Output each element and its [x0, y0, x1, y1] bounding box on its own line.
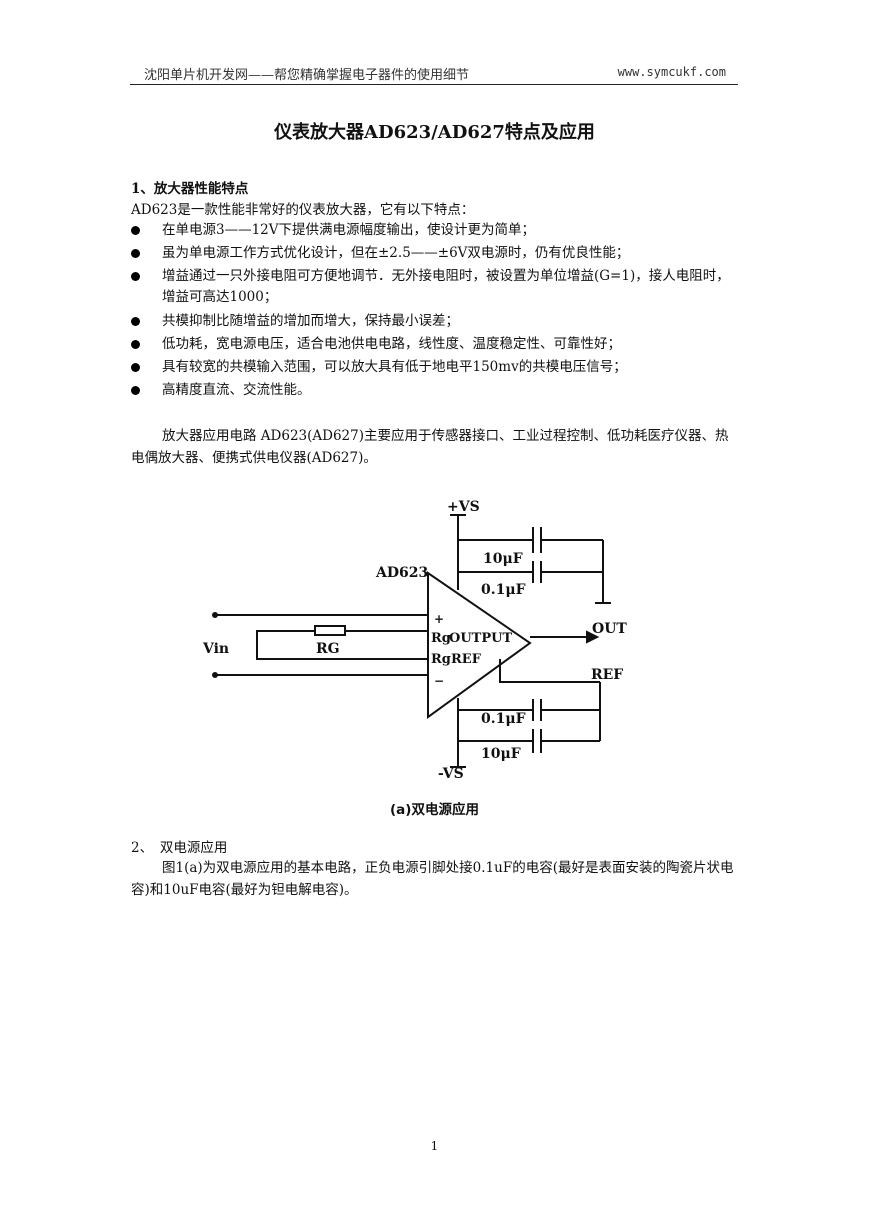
bullet-dot-icon: [131, 363, 140, 372]
output-pin-label: OUTPUT: [449, 631, 512, 646]
rg-pin2-label: Rg: [431, 652, 451, 667]
bullet-text: 具有较宽的共模输入范围，可以放大具有低于地电平150mv的共模电压信号；: [162, 359, 627, 375]
section-1-heading: 1、放大器性能特点: [131, 181, 249, 197]
header-url[interactable]: www.symcukf.com: [617, 65, 726, 79]
document-title: 仪表放大器AD623/AD627特点及应用: [274, 122, 595, 143]
cap-10uf-top-label: 10μF: [483, 551, 523, 567]
out-label: OUT: [592, 621, 627, 637]
bullet-text: 高精度直流、交流性能。: [162, 382, 311, 398]
section-2-paragraph: 图1(a)为双电源应用的基本电路，正负电源引脚处接0.1uF的电容(最好是表面安…: [131, 857, 741, 901]
vs-plus-label: +VS: [447, 499, 480, 515]
rg-resistor: [314, 625, 346, 636]
header-site-title: 沈阳单片机开发网——帮您精确掌握电子器件的使用细节: [144, 68, 470, 83]
page-header: 沈阳单片机开发网——帮您精确掌握电子器件的使用细节 www.symcukf.co…: [130, 62, 738, 85]
cap-01uf-top-label: 0.1μF: [481, 582, 526, 598]
bullet-dot-icon: [131, 272, 140, 281]
bullet-text: 在单电源3——12V下提供满电源幅度输出，使设计更为简单；: [162, 222, 536, 238]
section-2-text: 图1(a)为双电源应用的基本电路，正负电源引脚处接0.1uF的电容(最好是表面安…: [131, 860, 734, 898]
vin-label: Vin: [202, 641, 229, 657]
bullet-text: 增益通过一只外接电阻可方便地调节．无外接电阻时，被设置为单位增益(G=1)，接人…: [162, 268, 730, 305]
bullet-text: 低功耗，宽电源电压，适合电池供电电路，线性度、温度稳定性、可靠性好；: [162, 336, 621, 352]
ref-pin-label: REF: [451, 652, 482, 667]
vs-minus-label: -VS: [438, 766, 464, 782]
section-1-intro: AD623是一款性能非常好的仪表放大器，它有以下特点：: [131, 202, 475, 218]
section-2-heading: 2、 双电源应用: [131, 840, 228, 856]
figure-caption: (a)双电源应用: [390, 802, 479, 818]
amplifier-triangle: [427, 571, 532, 719]
rg-label: RG: [316, 641, 340, 657]
bullet-dot-icon: [131, 249, 140, 258]
bullet-dot-icon: [131, 340, 140, 349]
plus-input-label: +: [434, 612, 444, 626]
bullet-dot-icon: [131, 386, 140, 395]
minus-input-label: −: [434, 674, 444, 688]
cap-01uf-bottom-label: 0.1μF: [481, 711, 526, 727]
page-number: 1: [430, 1139, 439, 1153]
bullet-text: 虽为单电源工作方式优化设计，但在±2.5——±6V双电源时，仍有优良性能；: [162, 245, 630, 261]
cap-10uf-bottom-label: 10μF: [481, 746, 521, 762]
application-text: 放大器应用电路 AD623(AD627)主要应用于传感器接口、工业过程控制、低功…: [131, 428, 729, 466]
application-paragraph: 放大器应用电路 AD623(AD627)主要应用于传感器接口、工业过程控制、低功…: [131, 425, 741, 469]
bullet-dot-icon: [131, 226, 140, 235]
circuit-diagram: +VS -VS AD623 10μF 0.1μF 0.1μF 10μF Vin …: [202, 499, 627, 782]
rg-pin1-label: Rg: [431, 631, 451, 646]
ref-label: REF: [591, 667, 623, 683]
bullet-dot-icon: [131, 317, 140, 326]
chip-label: AD623: [375, 565, 428, 581]
bullet-text: 共模抑制比随增益的增加而增大，保持最小误差；: [162, 313, 459, 329]
